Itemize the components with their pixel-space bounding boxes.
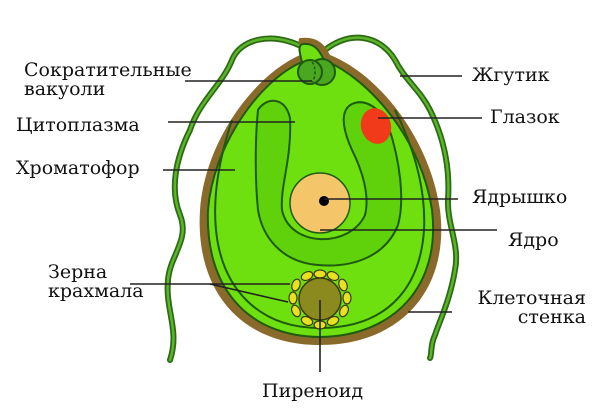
label-eyespot: Глазок bbox=[490, 106, 560, 128]
label-chromatophore: Хроматофор bbox=[16, 157, 140, 179]
label-starch-grains-1: Зерна bbox=[48, 261, 108, 283]
contractile-vacuole-1 bbox=[297, 59, 323, 85]
label-contractile-vacuoles-1: Сократительные bbox=[24, 59, 192, 81]
eyespot bbox=[360, 108, 392, 144]
label-cell-wall-1: Клеточная bbox=[477, 287, 586, 309]
label-contractile-vacuoles-2: вакуоли bbox=[24, 78, 106, 100]
label-flagellum: Жгутик bbox=[472, 64, 550, 86]
nucleolus bbox=[319, 196, 329, 206]
leader-lines bbox=[130, 75, 497, 372]
flagellum-right-inner bbox=[323, 36, 458, 360]
cytoplasm-region bbox=[254, 99, 403, 267]
label-nucleolus: Ядрышко bbox=[472, 186, 568, 208]
label-pyrenoid: Пиреноид bbox=[262, 380, 364, 402]
label-nucleus: Ядро bbox=[508, 229, 559, 251]
label-starch-grains-2: крахмала bbox=[48, 280, 144, 302]
label-cytoplasm: Цитоплазма bbox=[16, 114, 140, 136]
label-cell-wall-2: стенка bbox=[517, 306, 586, 328]
